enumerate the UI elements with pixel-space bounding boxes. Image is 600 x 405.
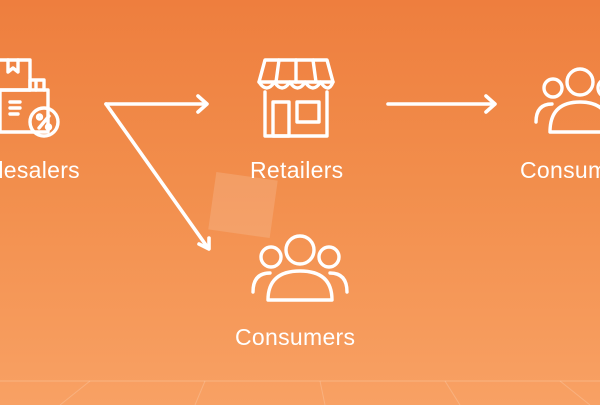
floor-grid [0,380,600,405]
boxes-discount-icon [0,58,60,138]
node-label-consumers-bottom: Consumers [235,324,356,350]
people-group-icon [534,67,600,134]
arrow-wholesalers-to-retailers [104,94,209,114]
people-group-icon [251,234,349,302]
arrow-retailers-to-consumers [386,94,497,114]
node-label-wholesalers: Wholesalers [0,157,80,183]
arrow-wholesalers-to-consumers [104,102,211,251]
storefront-icon [257,58,335,138]
node-label-retailers: Retailers [250,157,344,183]
node-label-consumers-right: Consumers [520,157,600,183]
